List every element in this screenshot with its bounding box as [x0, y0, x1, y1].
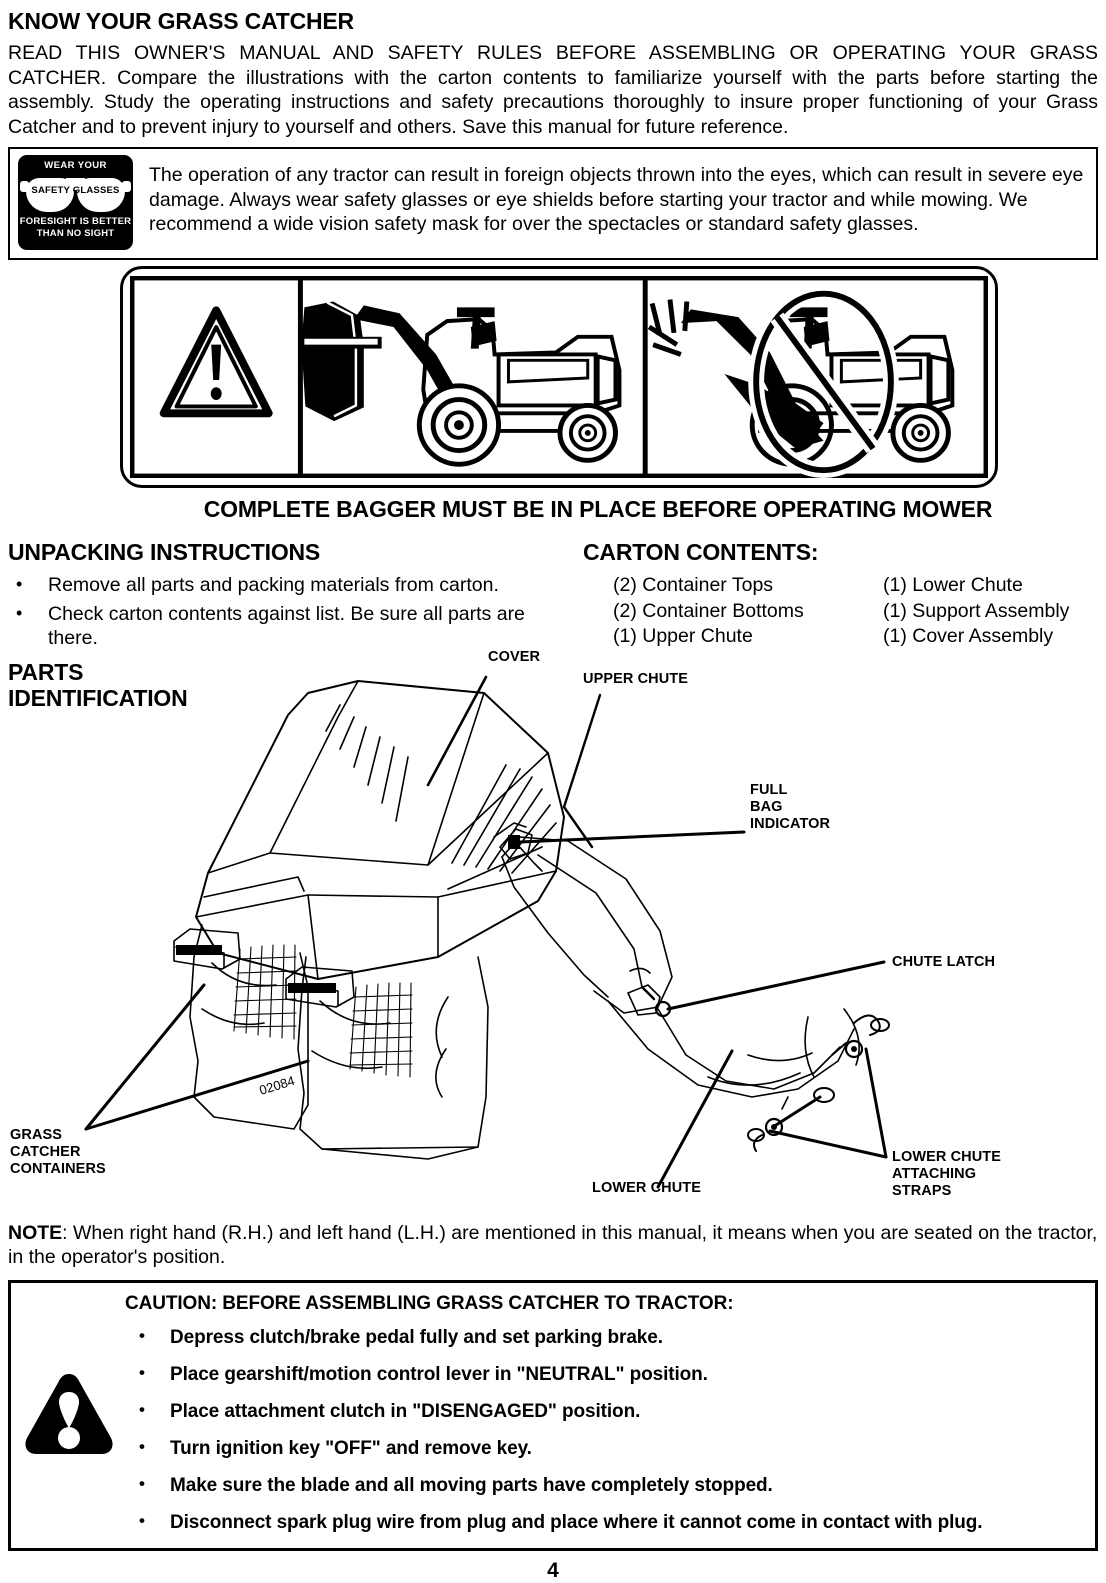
carton-contents-heading: CARTON CONTENTS:: [583, 539, 819, 565]
cover-part-drawing: [195, 679, 565, 980]
safety-glasses-icon: WEAR YOUR SAFETY GLASSES FORESIGHT IS BE…: [18, 155, 133, 250]
leader-line-straps-a: [768, 1129, 888, 1158]
list-item: (2) Container Bottoms: [613, 599, 804, 622]
list-item: Depress clutch/brake pedal fully and set…: [125, 1325, 1083, 1349]
tractor-without-bagger-prohibited-icon: [647, 285, 955, 478]
warning-triangle-icon: [159, 306, 273, 418]
list-item: (1) Support Assembly: [883, 599, 1070, 622]
diagram-label-lower-chute: LOWER CHUTE: [592, 1179, 702, 1196]
lower-chute-drawing: [607, 999, 890, 1152]
list-item: Disconnect spark plug wire from plug and…: [125, 1510, 1083, 1534]
leader-line-full-bag-indicator: [518, 830, 746, 843]
tractor-with-bagger-icon: [300, 301, 622, 467]
safety-glasses-top-line: WEAR YOUR: [44, 160, 107, 171]
safety-glasses-bottom-line-2: THAN NO SIGHT: [36, 227, 115, 239]
caution-heading: CAUTION: BEFORE ASSEMBLING GRASS CATCHER…: [125, 1292, 734, 1314]
eye-protection-warning-box: WEAR YOUR SAFETY GLASSES FORESIGHT IS BE…: [8, 147, 1098, 260]
diagram-label-chute-latch: CHUTE LATCH: [892, 953, 996, 970]
carton-contents-column-b: (1) Lower Chute (1) Support Assembly (1)…: [883, 573, 1098, 650]
leader-line-straps-b: [864, 1047, 888, 1158]
leader-line-chute-latch: [666, 960, 886, 1010]
glasses-shape: SAFETY GLASSES: [20, 174, 131, 214]
glasses-right-lens: [77, 178, 125, 212]
leader-line-cover: [426, 675, 488, 786]
list-item: (1) Upper Chute: [613, 625, 753, 647]
unpacking-heading: UNPACKING INSTRUCTIONS: [8, 539, 321, 565]
intro-paragraph: READ THIS OWNER'S MANUAL AND SAFETY RULE…: [8, 42, 1098, 138]
safety-glasses-lens-line: SAFETY GLASSES: [31, 185, 120, 196]
leader-line-containers-b: [84, 1059, 310, 1130]
diagram-label-full-bag-indicator: FULL BAG INDICATOR: [750, 781, 831, 832]
page-title: KNOW YOUR GRASS CATCHER: [8, 8, 354, 34]
caution-box: CAUTION: BEFORE ASSEMBLING GRASS CATCHER…: [8, 1279, 1098, 1551]
unpacking-column: UNPACKING INSTRUCTIONS Remove all parts …: [8, 539, 573, 655]
carton-contents-column: CARTON CONTENTS: (2) Container Tops (2) …: [573, 539, 1098, 650]
caution-warning-triangle-icon: [19, 1370, 119, 1458]
leader-line-containers-a: [84, 983, 206, 1130]
grass-catcher-assembly-diagram: 02084: [84, 675, 890, 1188]
parts-identification-title-line-2: IDENTIFICATION: [8, 684, 188, 711]
diagram-label-cover: COVER: [488, 648, 541, 665]
diagram-label-lower-chute-attaching-straps: LOWER CHUTE ATTACHING STRAPS: [892, 1148, 1002, 1199]
grass-catcher-containers-drawing: [173, 923, 489, 1160]
glasses-bridge: [66, 178, 85, 190]
unpacking-and-carton-section: UNPACKING INSTRUCTIONS Remove all parts …: [8, 539, 1098, 655]
leader-line-lower-chute: [656, 1049, 734, 1188]
parts-identification-title: PARTS IDENTIFICATION: [8, 658, 188, 711]
bagger-pictogram: [120, 266, 998, 488]
leader-line-upper-chute: [562, 693, 602, 848]
list-item: Remove all parts and packing materials f…: [8, 572, 573, 598]
bagger-pictogram-wrap: [8, 266, 1098, 488]
upper-chute-drawing: [493, 821, 673, 1017]
note-paragraph: NOTE: When right hand (R.H.) and left ha…: [8, 1221, 1098, 1270]
caution-body: CAUTION: BEFORE ASSEMBLING GRASS CATCHER…: [119, 1293, 1083, 1536]
carton-contents-lists: (2) Container Tops (2) Container Bottoms…: [583, 573, 1098, 650]
diagram-label-upper-chute: UPPER CHUTE: [583, 670, 689, 687]
note-text: : When right hand (R.H.) and left hand (…: [8, 1221, 1098, 1269]
list-item: Turn ignition key "OFF" and remove key.: [125, 1436, 1083, 1460]
unpacking-list: Remove all parts and packing materials f…: [8, 572, 573, 651]
glasses-left-arm: [20, 181, 29, 192]
list-item: (2) Container Tops: [613, 574, 774, 596]
list-item: Make sure the blade and all moving parts…: [125, 1473, 1083, 1497]
carton-contents-column-a: (2) Container Tops (2) Container Bottoms…: [613, 573, 883, 650]
lower-chute-attaching-straps-drawing: [747, 1014, 890, 1152]
list-item: (1) Cover Assembly: [883, 625, 1054, 647]
parts-identification-section: PARTS IDENTIFICATION: [8, 649, 1098, 1217]
list-item: Place attachment clutch in "DISENGAGED" …: [125, 1399, 1083, 1423]
caution-list: Depress clutch/brake pedal fully and set…: [125, 1325, 1083, 1534]
list-item: (1) Lower Chute: [883, 574, 1023, 596]
glasses-right-arm: [122, 181, 131, 192]
parts-identification-title-line-1: PARTS: [8, 658, 84, 685]
manual-page: KNOW YOUR GRASS CATCHER READ THIS OWNER'…: [0, 0, 1106, 1528]
pictogram-caption: COMPLETE BAGGER MUST BE IN PLACE BEFORE …: [203, 496, 993, 522]
list-item: Check carton contents against list. Be s…: [8, 601, 573, 651]
diagram-label-grass-catcher-containers: GRASS CATCHER CONTAINERS: [10, 1126, 106, 1177]
page-number: 4: [547, 1558, 559, 1582]
container-part-number: 02084: [257, 1072, 296, 1097]
list-item: Place gearshift/motion control lever in …: [125, 1362, 1083, 1386]
eye-protection-warning-text: The operation of any tractor can result …: [149, 164, 1084, 235]
note-label: NOTE: [8, 1221, 63, 1244]
safety-glasses-bottom-line-1: FORESIGHT IS BETTER: [19, 216, 132, 227]
